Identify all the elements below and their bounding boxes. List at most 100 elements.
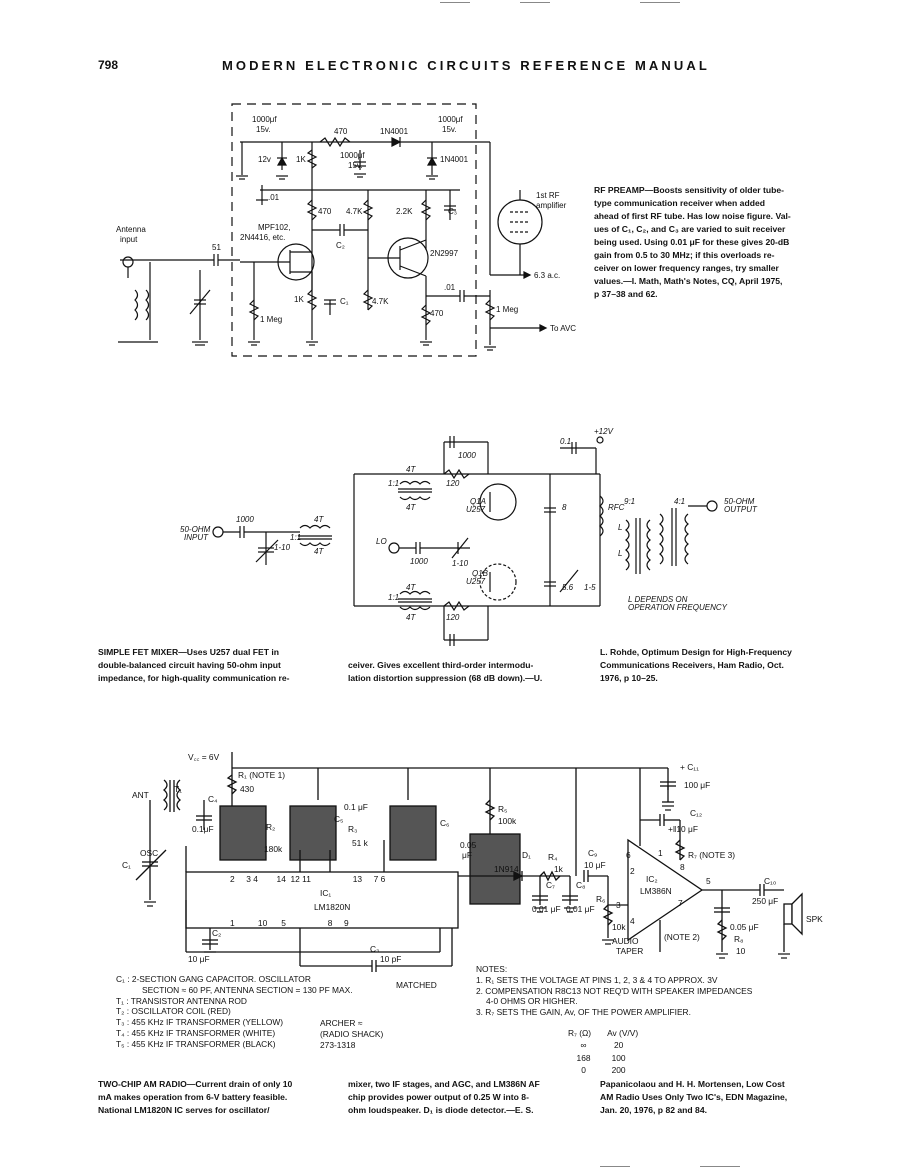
text-line: 2. COMPENSATION R8C13 NOT REQ'D WITH SPE… xyxy=(476,985,753,996)
schematic-label: 1K xyxy=(294,295,304,304)
schematic-label: 4T xyxy=(314,547,324,556)
schematic-label: R₅ xyxy=(498,804,507,814)
fet-mixer-caption-col2: ceiver. Gives excellent third-order inte… xyxy=(348,659,593,685)
schematic-label: 0.1 xyxy=(560,437,571,446)
text-line: ceiver on lower frequency ranges, try sm… xyxy=(594,263,779,273)
schematic-label: IC₂ xyxy=(646,874,658,884)
schematic-label: OSC xyxy=(140,848,158,858)
text-line: TWO-CHIP AM RADIO—Current drain of only … xyxy=(98,1079,293,1089)
schematic-label: 15v. xyxy=(256,125,271,134)
schematic-label: 50-OHM xyxy=(724,497,755,506)
schematic-label: 1 xyxy=(658,848,663,858)
schematic-label: 4T xyxy=(406,465,416,474)
am-radio-caption-col3: Papanicolaou and H. H. Mortensen, Low Co… xyxy=(600,1078,845,1117)
schematic-label: R₈ xyxy=(734,934,744,944)
schematic-label: 1:1 xyxy=(388,593,399,602)
text-line: Papanicolaou and H. H. Mortensen, Low Co… xyxy=(600,1079,785,1089)
schematic-label: L xyxy=(618,523,622,532)
text-line: T₁ : TRANSISTOR ANTENNA ROD xyxy=(116,995,247,1006)
schematic-label: 10 pF xyxy=(380,954,401,964)
schematic-label: 4T xyxy=(406,583,416,592)
schematic-label: C₆ xyxy=(440,818,449,828)
matched-label: MATCHED xyxy=(396,980,437,990)
schematic-label: 1:1 xyxy=(388,479,399,488)
schematic-label: 1000 xyxy=(236,515,254,524)
text-line: SIMPLE FET MIXER—Uses U257 dual FET in xyxy=(98,647,279,657)
schematic-label: C₄ xyxy=(208,794,218,804)
schematic-label: OPERATION FREQUENCY xyxy=(628,603,728,612)
schematic-label: 1:1 xyxy=(290,533,301,542)
text-line: 3. R₇ SETS THE GAIN, Av, OF THE POWER AM… xyxy=(476,1007,691,1018)
text-line: Av (V/V) xyxy=(607,1028,639,1038)
schematic-label: C₁ xyxy=(122,860,131,870)
schematic-label: AUDIO xyxy=(612,936,639,946)
scan-mark xyxy=(600,1166,630,1167)
text-line: AM Radio Uses Only Two IC's, EDN Magazin… xyxy=(600,1092,788,1102)
schematic-label: 5.6 xyxy=(562,583,574,592)
text-line: impedance, for high-quality communicatio… xyxy=(98,673,290,683)
schematic-label: 1-10 xyxy=(452,559,469,568)
am-radio-caption-col1: TWO-CHIP AM RADIO—Current drain of only … xyxy=(98,1078,343,1117)
schematic-label: 470 xyxy=(318,207,332,216)
schematic-label: 0.01 μF xyxy=(532,904,561,914)
archer-label: ARCHER ≈ (RADIO SHACK) 273-1318 xyxy=(320,1018,430,1050)
schematic-label: μF xyxy=(462,850,472,860)
schematic-label: IC₁ xyxy=(320,888,331,898)
schematic-label: 1N4001 xyxy=(380,127,409,136)
schematic-label: 3 xyxy=(616,900,621,910)
schematic-label: SPK xyxy=(806,914,823,924)
schematic-label: 15v. xyxy=(442,125,457,134)
schematic-label: R₂ xyxy=(266,822,275,832)
text-line: chip provides power output of 0.25 W int… xyxy=(348,1092,529,1102)
schematic-label: 4T xyxy=(406,503,416,512)
schematic-label: 1000 xyxy=(458,451,476,460)
text-line: 100 xyxy=(611,1052,626,1063)
schematic-label: C₂ xyxy=(212,928,221,938)
schematic-label: 180k xyxy=(264,844,283,854)
schematic-label: 10 xyxy=(736,946,746,956)
schematic-label: 1-10 xyxy=(274,543,291,552)
schematic-label: C₉ xyxy=(588,848,597,858)
schematic-label: 0.05 xyxy=(460,840,477,850)
schematic-label: 0.1μF xyxy=(192,824,214,834)
text-line: 4-0 OHMS OR HIGHER. xyxy=(486,996,578,1007)
text-line: mixer, two IF stages, and AGC, and LM386… xyxy=(348,1079,540,1089)
rf-preamp-caption: RF PREAMP—Boosts sensitivity of older tu… xyxy=(594,184,839,301)
schematic-label: 1000μf xyxy=(438,115,463,124)
schematic-label: 100k xyxy=(498,816,517,826)
schematic-label: 4.7K xyxy=(372,297,389,306)
schematic-label: C₅ xyxy=(334,814,343,824)
schematic-label: 430 xyxy=(240,784,254,794)
schematic-label: OUTPUT xyxy=(724,505,758,514)
schematic-label: amplifier xyxy=(536,201,567,210)
schematic-label: 8 xyxy=(562,503,567,512)
text-line: ∞ xyxy=(580,1039,587,1050)
schematic-label: 2 xyxy=(630,866,635,876)
schematic-label: 4 xyxy=(630,916,635,926)
text-line: ahead of first RF tube. Has low noise fi… xyxy=(594,211,791,221)
schematic-label: .01 xyxy=(268,193,280,202)
text-line: ohm loudspeaker. D₁ is diode detector.—E… xyxy=(348,1105,534,1115)
page-number: 798 xyxy=(98,58,119,72)
schematic-label: R₁ (NOTE 1) xyxy=(238,770,285,780)
schematic-label: +12V xyxy=(594,427,614,436)
schematic-label: 51 k xyxy=(352,838,369,848)
text-line: SECTION ≈ 60 PF, ANTENNA SECTION = 130 P… xyxy=(142,984,353,995)
schematic-label: LM386N xyxy=(640,886,672,896)
text-line: 168 xyxy=(576,1052,591,1063)
schematic-label: 2.2K xyxy=(396,207,413,216)
schematic-label: ANT xyxy=(132,790,149,800)
text-line: lation distortion suppression (68 dB dow… xyxy=(348,673,543,683)
text-line: T₂ : OSCILLATOR COIL (RED) xyxy=(116,1006,231,1017)
schematic-label: C₃ xyxy=(448,207,457,216)
text-line: p 37–38 and 62. xyxy=(594,289,658,299)
scan-mark xyxy=(700,1166,740,1167)
schematic-label: 1 Meg xyxy=(260,315,282,324)
schematic-label: C₇ xyxy=(546,880,555,890)
schematic-label: L xyxy=(618,549,622,558)
schematic-label: 120 xyxy=(446,479,460,488)
schematic-label: Q1A xyxy=(470,497,486,506)
am-radio-caption-col2: mixer, two IF stages, and AGC, and LM386… xyxy=(348,1078,593,1117)
text-line: T₄ : 455 KHz IF TRANSFORMER (WHITE) xyxy=(116,1027,276,1038)
text-line: C₁ : 2-SECTION GANG CAPACITOR. OSCILLATO… xyxy=(116,974,311,984)
